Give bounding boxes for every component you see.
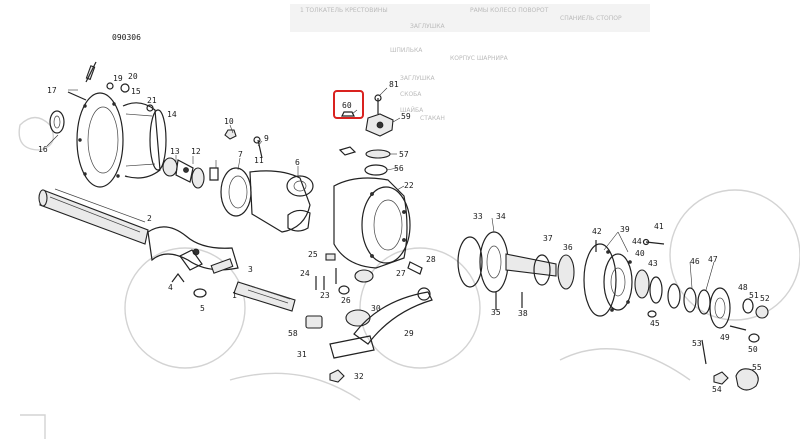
part-label[interactable]: 49 (720, 333, 730, 342)
part-label[interactable]: 45 (650, 319, 660, 328)
part-label[interactable]: 13 (170, 147, 180, 156)
part-label[interactable]: 35 (491, 308, 501, 317)
left-assembly (38, 61, 314, 312)
part-label[interactable]: 55 (752, 363, 762, 372)
svg-text:СПАНИЕЛЬ СТОПОР: СПАНИЕЛЬ СТОПОР (560, 15, 622, 22)
highlighted-part-label[interactable]: 60 (342, 101, 352, 110)
part-label[interactable]: 44 (632, 237, 642, 246)
part-label[interactable]: 29 (404, 329, 414, 338)
svg-text:КОРПУС ШАРНИРА: КОРПУС ШАРНИРА (450, 55, 509, 62)
part-label[interactable]: 1 (232, 291, 237, 300)
part-label[interactable]: 17 (47, 86, 57, 95)
part-number-labels: 81 19 20 17 15 21 14 16 10 11 9 13 12 7 … (38, 72, 770, 394)
svg-text:ШАЙБА: ШАЙБА (400, 107, 424, 114)
part-label[interactable]: 34 (496, 212, 506, 221)
part-label[interactable]: 46 (690, 257, 700, 266)
part-label[interactable]: 20 (128, 72, 138, 81)
part-label[interactable]: 4 (168, 283, 173, 292)
part-label[interactable]: 39 (620, 225, 630, 234)
part-label[interactable]: 37 (543, 234, 553, 243)
part-label[interactable]: 31 (297, 350, 307, 359)
part-label[interactable]: 81 (389, 80, 399, 89)
part-label[interactable]: 36 (563, 243, 573, 252)
part-label[interactable]: 30 (371, 304, 381, 313)
svg-text:СТАКАН: СТАКАН (420, 115, 445, 122)
part-label[interactable]: 16 (38, 145, 48, 154)
part-label[interactable]: 54 (712, 385, 722, 394)
part-label[interactable]: 22 (404, 181, 414, 190)
part-label[interactable]: 41 (654, 222, 664, 231)
part-label[interactable]: 43 (648, 259, 658, 268)
part-label[interactable]: 40 (635, 249, 645, 258)
svg-text:СКОБА: СКОБА (400, 91, 422, 98)
center-assembly (305, 94, 433, 383)
part-label[interactable]: 26 (341, 296, 351, 305)
part-label[interactable]: 33 (473, 212, 483, 221)
part-label[interactable]: 21 (147, 96, 157, 105)
part-label[interactable]: 6 (295, 158, 300, 167)
svg-text:1 ТОЛКАТЕЛЬ КРЕСТОВИНЫ: 1 ТОЛКАТЕЛЬ КРЕСТОВИНЫ (300, 7, 388, 14)
background-faint-layer: 1 ТОЛКАТЕЛЬ КРЕСТОВИНЫ РАМЫ КОЛЕСО ПОВОР… (18, 4, 800, 439)
diagram-code: 090306 (112, 33, 141, 42)
part-label[interactable]: 47 (708, 255, 718, 264)
part-label[interactable]: 32 (354, 372, 364, 381)
svg-text:ЗАГЛУШКА: ЗАГЛУШКА (400, 75, 435, 82)
part-label[interactable]: 58 (288, 329, 298, 338)
highlight-box (333, 90, 364, 119)
right-assembly (457, 231, 769, 391)
part-label[interactable]: 38 (518, 309, 528, 318)
part-label[interactable]: 25 (308, 250, 318, 259)
part-label[interactable]: 59 (401, 112, 411, 121)
part-label[interactable]: 48 (738, 283, 748, 292)
part-label[interactable]: 3 (248, 265, 253, 274)
part-label[interactable]: 14 (167, 110, 177, 119)
leader-lines (46, 87, 715, 291)
part-label[interactable]: 51 (749, 291, 759, 300)
part-label[interactable]: 24 (300, 269, 310, 278)
part-label[interactable]: 2 (147, 214, 152, 223)
part-label[interactable]: 15 (131, 87, 141, 96)
part-label[interactable]: 9 (264, 134, 269, 143)
svg-text:ЗАГЛУШКА: ЗАГЛУШКА (410, 23, 445, 30)
svg-text:ШПИЛЬКА: ШПИЛЬКА (390, 47, 423, 54)
part-label[interactable]: 19 (113, 74, 123, 83)
part-label[interactable]: 12 (191, 147, 201, 156)
part-label[interactable]: 56 (394, 164, 404, 173)
part-label[interactable]: 52 (760, 294, 770, 303)
part-label[interactable]: 23 (320, 291, 330, 300)
part-label[interactable]: 27 (396, 269, 406, 278)
part-label[interactable]: 53 (692, 339, 702, 348)
part-label[interactable]: 28 (426, 255, 436, 264)
part-label[interactable]: 42 (592, 227, 602, 236)
part-label[interactable]: 10 (224, 117, 234, 126)
part-label[interactable]: 11 (254, 156, 264, 165)
part-label[interactable]: 5 (200, 304, 205, 313)
part-label[interactable]: 57 (399, 150, 409, 159)
part-label[interactable]: 7 (238, 150, 243, 159)
svg-text:РАМЫ КОЛЕСО ПОВОРОТ: РАМЫ КОЛЕСО ПОВОРОТ (470, 7, 549, 14)
highlighted-part-60[interactable]: 60 (333, 90, 364, 119)
part-label[interactable]: 50 (748, 345, 758, 354)
